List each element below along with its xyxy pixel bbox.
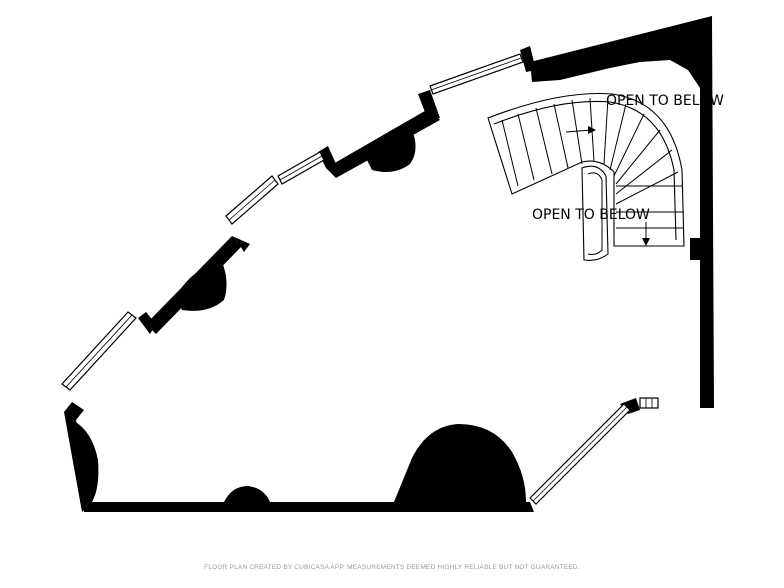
solid-shapes: [72, 130, 704, 502]
wall-seg-6: [418, 90, 440, 120]
blob-bottom-small: [224, 486, 270, 502]
window-stub: [639, 397, 659, 409]
windows: [61, 53, 659, 505]
footer-disclaimer: FLOOR PLAN CREATED BY CUBICASA APP. MEAS…: [204, 564, 580, 571]
blob-wall-mid-left: [176, 262, 227, 311]
blob-left-corner: [72, 420, 99, 502]
label-open-to-below-lower: OPEN TO BELOW: [532, 207, 650, 223]
stair-post: [690, 238, 704, 260]
wall-bottom: [82, 502, 534, 512]
stair-direction-arrow: [565, 126, 650, 246]
blob-bottom-large: [394, 424, 526, 502]
wall-seg-7: [520, 46, 536, 72]
wall-seg-4: [318, 146, 336, 168]
wall-seg-3: [232, 236, 250, 252]
exterior-walls: [64, 16, 714, 512]
blob-wall-mid-right: [364, 130, 416, 172]
label-open-to-below-upper: OPEN TO BELOW: [606, 93, 724, 109]
curved-staircase: [487, 93, 685, 261]
wall-top-right: [530, 16, 714, 408]
